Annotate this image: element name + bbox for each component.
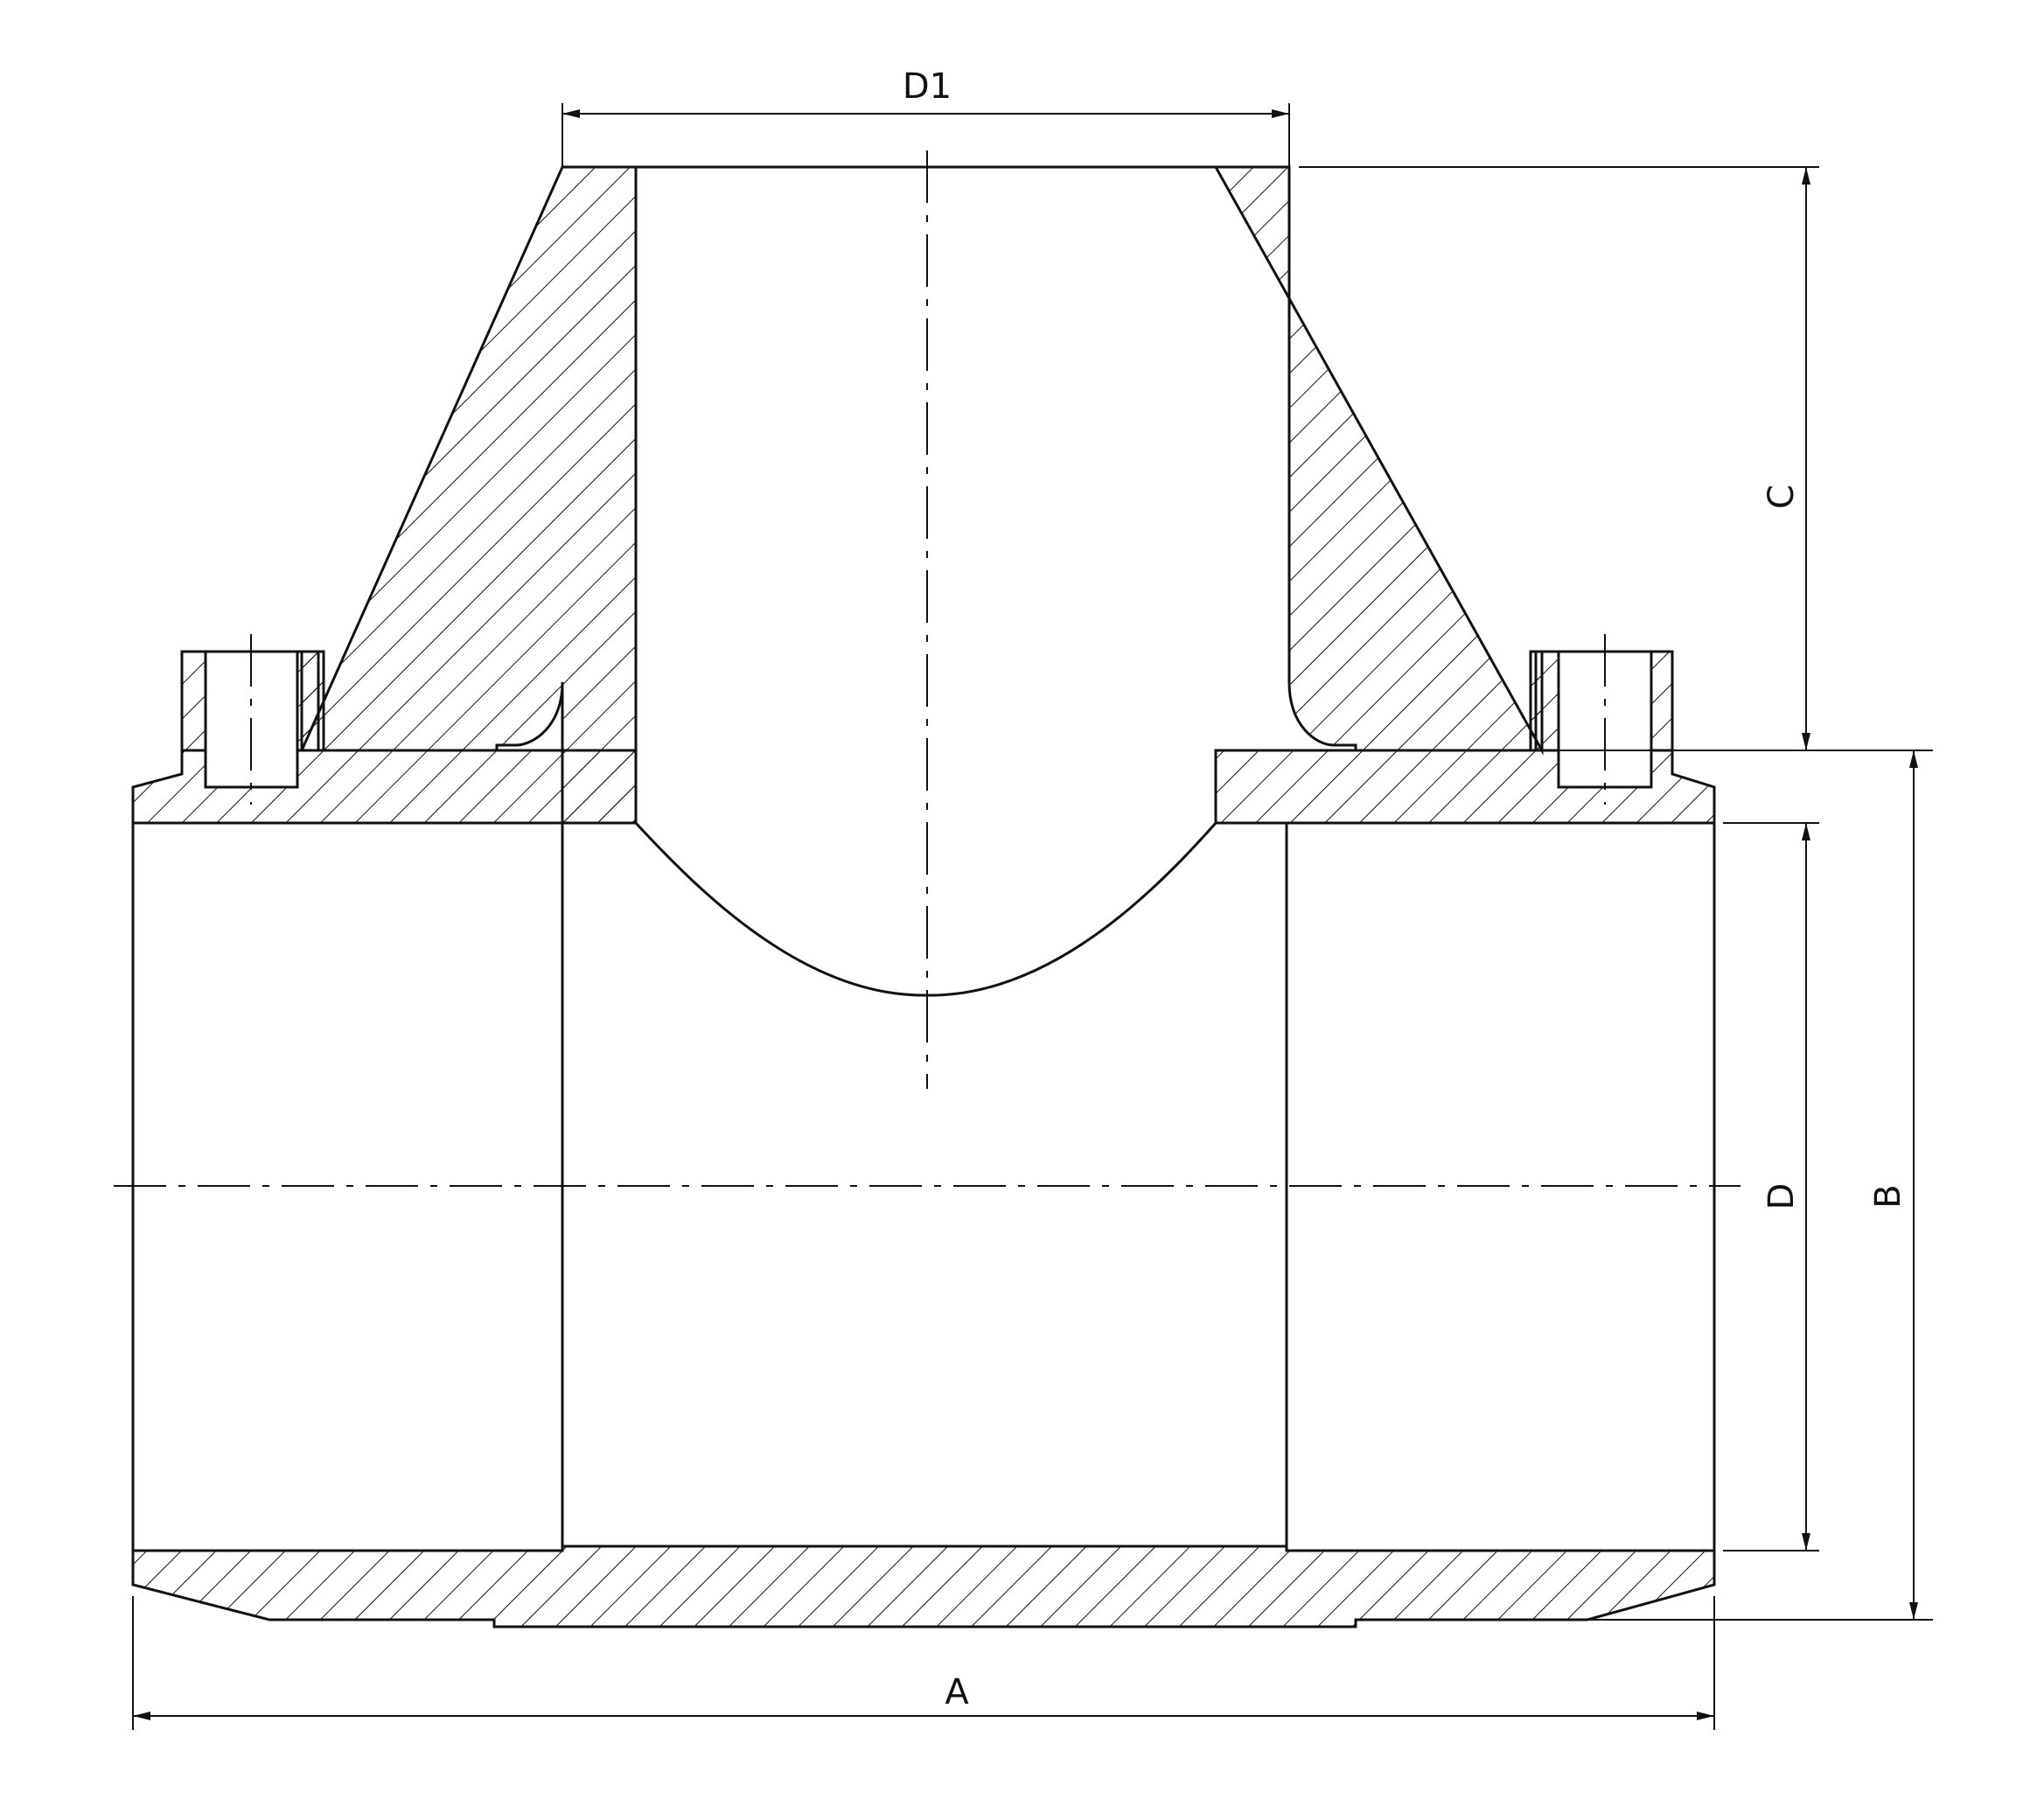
main-bottom-wall (131, 1545, 1716, 1628)
dimension-labels: D1 C D B A (903, 66, 1908, 1712)
dimension-label-d1: D1 (903, 66, 952, 107)
dimension-label-b: B (1868, 1184, 1908, 1208)
branch-wall-left (300, 165, 638, 825)
branch-intersection-curve (634, 821, 1217, 997)
dimensions (132, 103, 1933, 1730)
centerlines (114, 150, 1740, 1187)
dimension-label-a: A (945, 1672, 969, 1712)
dimension-label-d: D (1761, 1183, 1802, 1210)
dimension-label-c: C (1761, 485, 1802, 509)
branch-wall-right (1213, 165, 1544, 756)
fitting-body (131, 165, 1716, 1628)
